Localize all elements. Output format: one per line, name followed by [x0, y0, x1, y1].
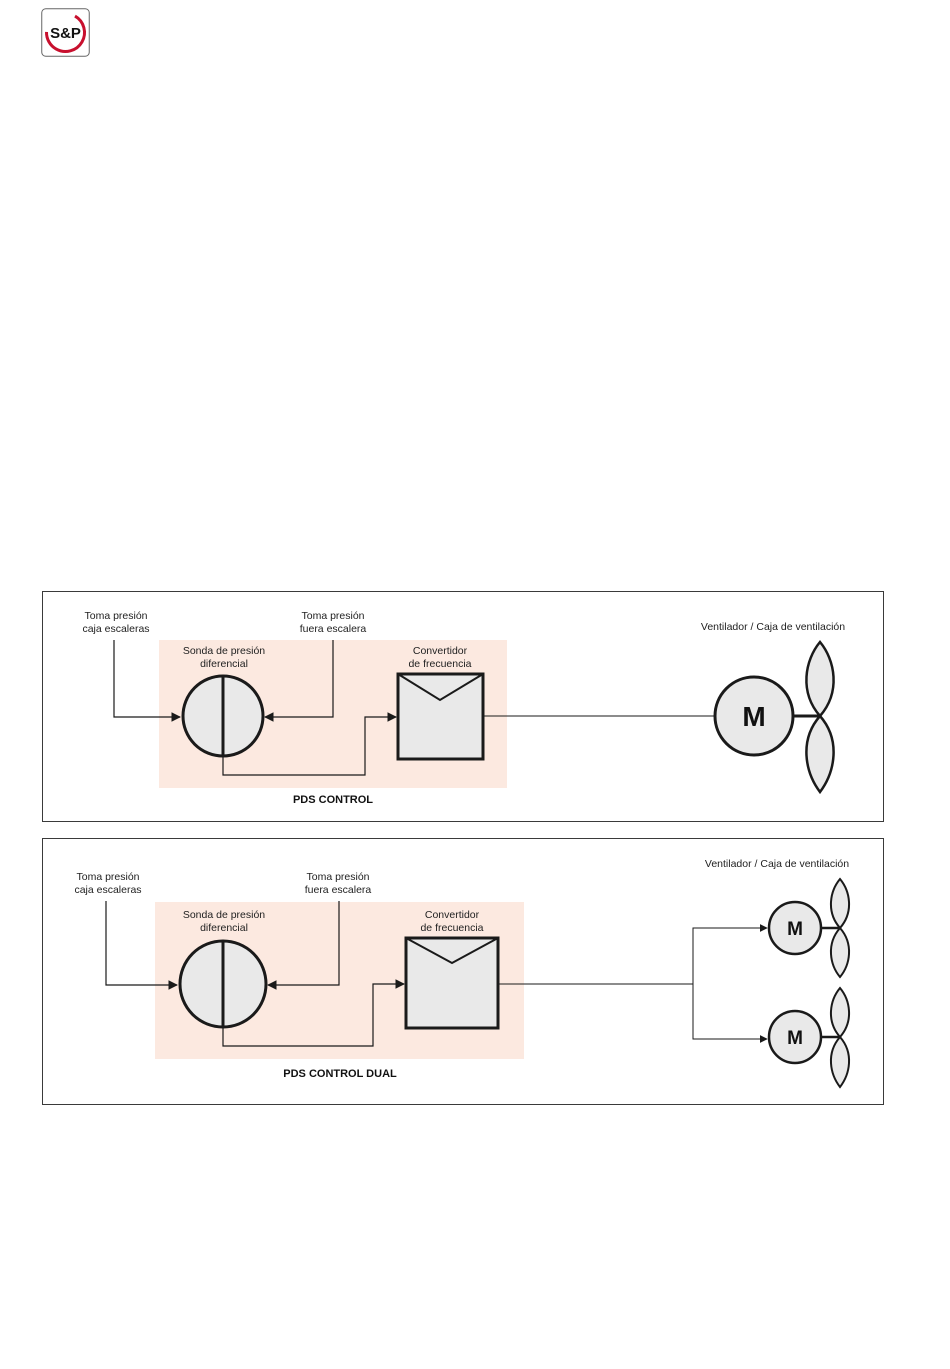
motor-label: M: [742, 701, 765, 732]
sp-logo: S&P: [41, 8, 90, 57]
inlet-left-label-2: caja escaleras: [82, 623, 149, 635]
logo-text: S&P: [50, 25, 81, 42]
converter-label-1: Convertidor: [413, 645, 468, 657]
frequency-converter-icon: [396, 672, 485, 761]
inlet-right-label-2: fuera escalera: [305, 884, 372, 896]
fan-top-blades-icon: [830, 877, 850, 979]
diagram-pds-control-dual: Toma presión caja escaleras Toma presión…: [42, 838, 884, 1105]
sensor-label-1: Sonda de presión: [183, 909, 265, 921]
inlet-left-label-1: Toma presión: [84, 610, 147, 622]
inlet-left-label-1: Toma presión: [76, 871, 139, 883]
sensor-label-2: diferencial: [200, 658, 248, 670]
motor-bottom-icon: M: [767, 1009, 823, 1065]
diagram-pds-control: Toma presión caja escaleras Toma presión…: [42, 591, 884, 822]
converter-label-2: de frecuencia: [420, 922, 483, 934]
fan-label: Ventilador / Caja de ventilación: [705, 858, 849, 870]
frequency-converter-icon: [404, 936, 500, 1030]
inlet-left-line: [105, 901, 178, 990]
fan-label: Ventilador / Caja de ventilación: [701, 621, 845, 633]
diagram-title: PDS CONTROL DUAL: [283, 1068, 397, 1080]
pressure-sensor-icon: [181, 674, 265, 758]
diagram-title: PDS CONTROL: [293, 794, 373, 806]
inlet-right-label-1: Toma presión: [306, 871, 369, 883]
converter-label-2: de frecuencia: [408, 658, 471, 670]
inlet-right-line: [264, 640, 334, 722]
inlet-right-label-1: Toma presión: [301, 610, 364, 622]
inlet-right-line: [267, 901, 340, 990]
motor-icon: M: [713, 675, 795, 757]
inlet-left-label-2: caja escaleras: [74, 884, 141, 896]
pressure-sensor-icon: [178, 939, 268, 1029]
signal-line: [222, 979, 405, 1047]
motor-bottom-label: M: [787, 1028, 803, 1049]
sensor-label-1: Sonda de presión: [183, 645, 265, 657]
fan-blades-icon: [805, 640, 835, 795]
inlet-right-label-2: fuera escalera: [300, 623, 367, 635]
power-split-line: [692, 927, 767, 1040]
motor-top-icon: M: [767, 900, 823, 956]
signal-line: [222, 712, 397, 776]
sensor-label-2: diferencial: [200, 922, 248, 934]
converter-label-1: Convertidor: [425, 909, 480, 921]
motor-top-label: M: [787, 919, 803, 940]
inlet-left-line: [113, 640, 181, 722]
fan-bottom-blades-icon: [830, 986, 850, 1089]
